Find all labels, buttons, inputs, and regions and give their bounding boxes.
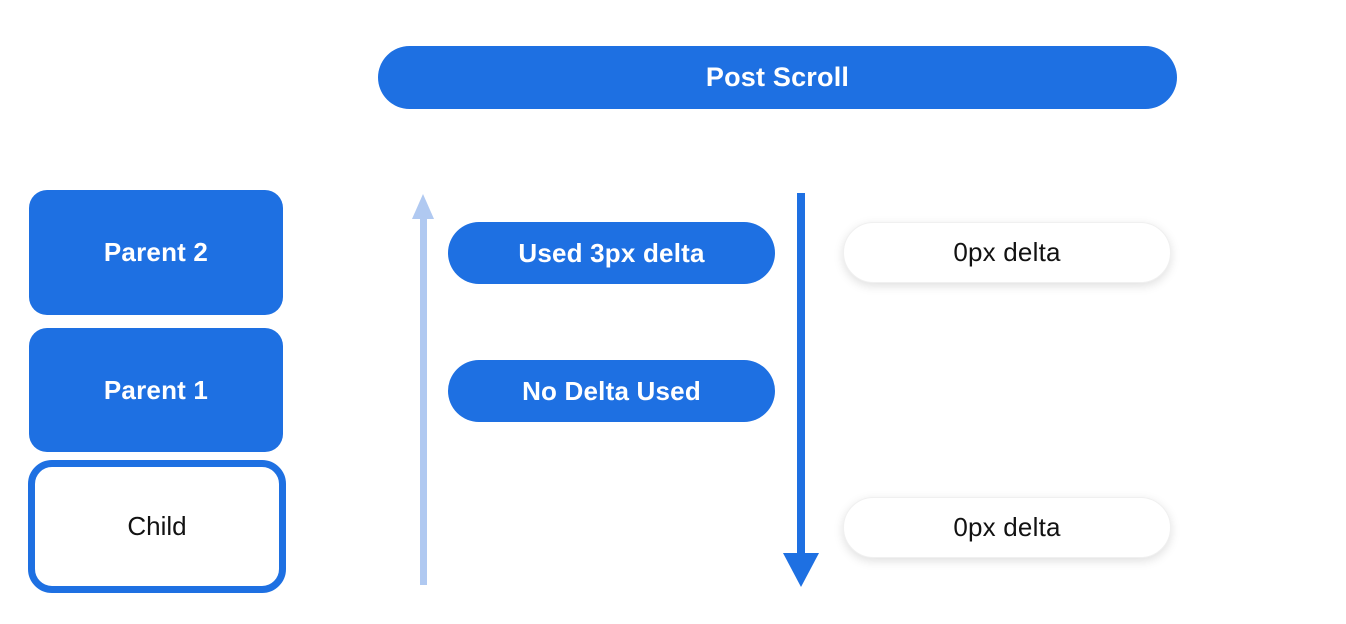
remaining-delta-bottom-label: 0px delta (953, 512, 1061, 542)
arrow-up-line (420, 216, 427, 585)
parent1-box: Parent 1 (29, 328, 283, 452)
remaining-delta-top-pill: 0px delta (843, 222, 1171, 283)
remaining-delta-top-label: 0px delta (953, 237, 1061, 267)
arrow-up-head (412, 194, 434, 219)
child-label: Child (127, 511, 187, 541)
remaining-delta-bottom-pill: 0px delta (843, 497, 1171, 558)
parent2-box: Parent 2 (29, 190, 283, 315)
no-delta-used-pill: No Delta Used (448, 360, 775, 422)
child-box: Child (28, 460, 286, 593)
arrow-down-line (797, 193, 805, 556)
used-delta-label: Used 3px delta (518, 237, 705, 268)
post-scroll-header-pill: Post Scroll (378, 46, 1177, 109)
parent2-label: Parent 2 (103, 237, 209, 267)
arrow-down-head (783, 553, 819, 587)
no-delta-used-label: No Delta Used (522, 375, 701, 406)
post-scroll-title: Post Scroll (705, 62, 850, 92)
used-delta-pill: Used 3px delta (448, 222, 775, 284)
parent1-label: Parent 1 (103, 374, 209, 405)
